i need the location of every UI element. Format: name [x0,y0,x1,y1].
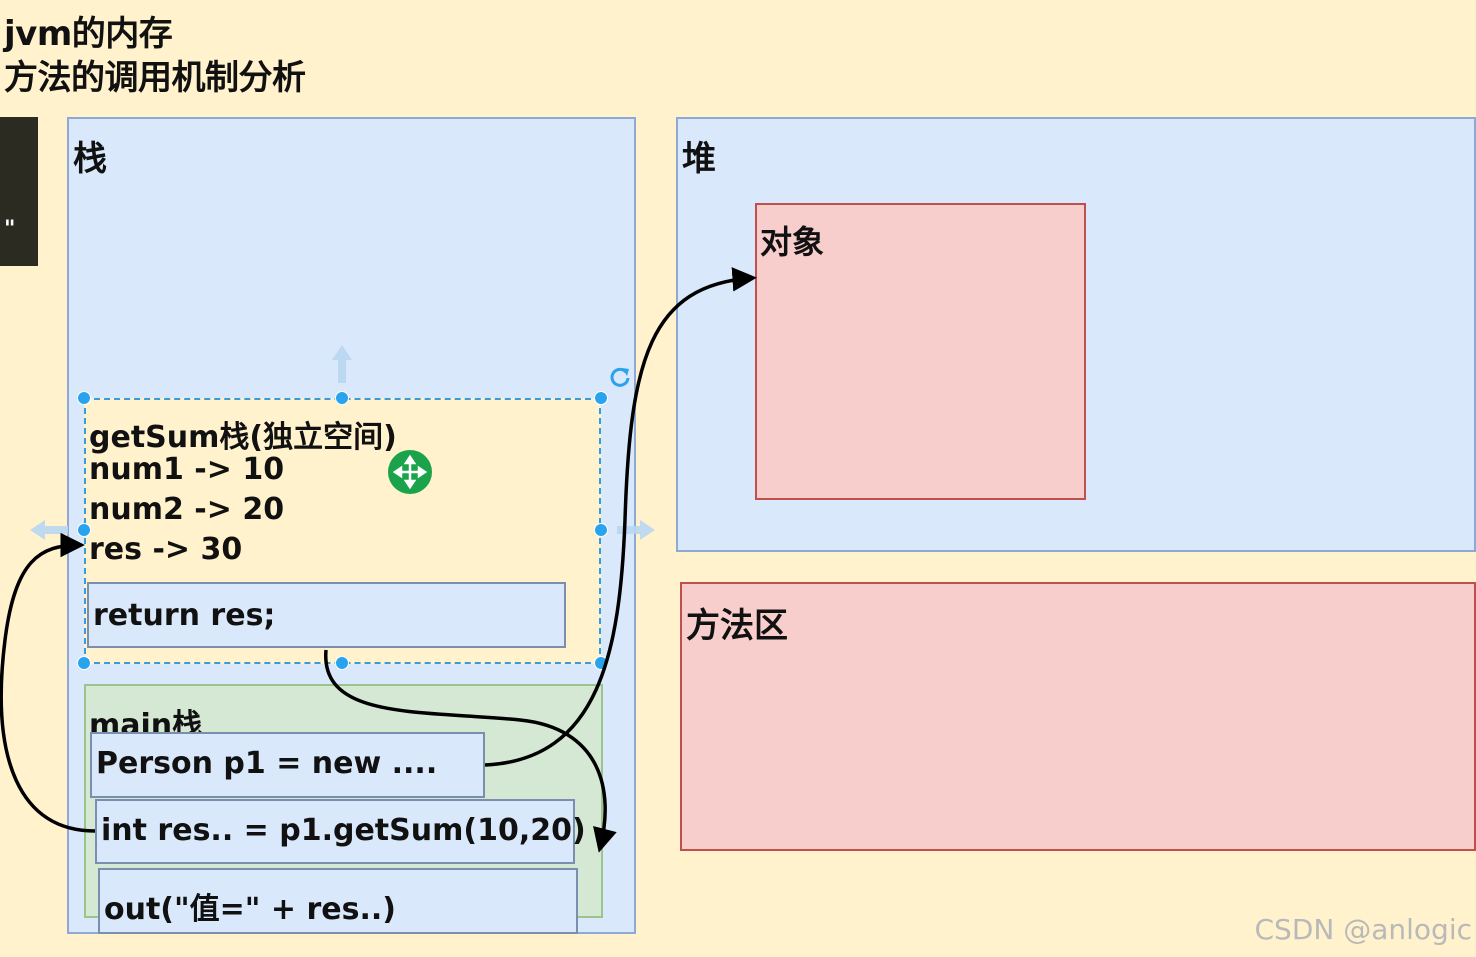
resize-handle-bottom[interactable] [335,656,349,670]
resize-handle-left[interactable] [77,523,91,537]
var-res: res -> 30 [89,532,243,567]
resize-handle-top-left[interactable] [77,391,91,405]
heap-object-label: 对象 [760,223,825,261]
side-panel-mark: " [4,217,16,242]
side-panel-strip[interactable]: " [0,117,38,266]
rotate-icon[interactable] [609,366,631,388]
resize-handle-right[interactable] [594,523,608,537]
code-return: return res; [93,598,276,633]
watermark: CSDN @anlogic [1254,913,1473,946]
code-call-getsum: int res.. = p1.getSum(10,20) [101,813,586,848]
resize-handle-bottom-left[interactable] [77,656,91,670]
page-title: jvm的内存 [4,14,173,54]
var-num2: num2 -> 20 [89,492,285,527]
resize-handle-bottom-right[interactable] [594,656,608,670]
code-box-call-getsum[interactable]: int res.. = p1.getSum(10,20) [95,799,586,864]
resize-handle-top-right[interactable] [594,391,608,405]
heap-label: 堆 [682,139,716,179]
var-num1: num1 -> 10 [89,452,285,487]
stack-label: 栈 [73,139,107,179]
resize-handle-top[interactable] [335,391,349,405]
code-new-person: Person p1 = new .... [96,746,438,781]
heap-object[interactable]: 对象 [755,203,1086,500]
code-box-output[interactable]: out("值=" + res..) [98,868,578,934]
move-icon[interactable] [388,450,432,494]
getsum-header: getSum栈(独立空间) [89,420,397,455]
method-area-label: 方法区 [686,606,788,646]
code-box-new-person[interactable]: Person p1 = new .... [90,732,485,798]
page-subtitle: 方法的调用机制分析 [4,58,306,98]
code-output: out("值=" + res..) [104,892,396,927]
code-box-return[interactable]: return res; [87,582,566,648]
method-area[interactable]: 方法区 [680,582,1476,851]
